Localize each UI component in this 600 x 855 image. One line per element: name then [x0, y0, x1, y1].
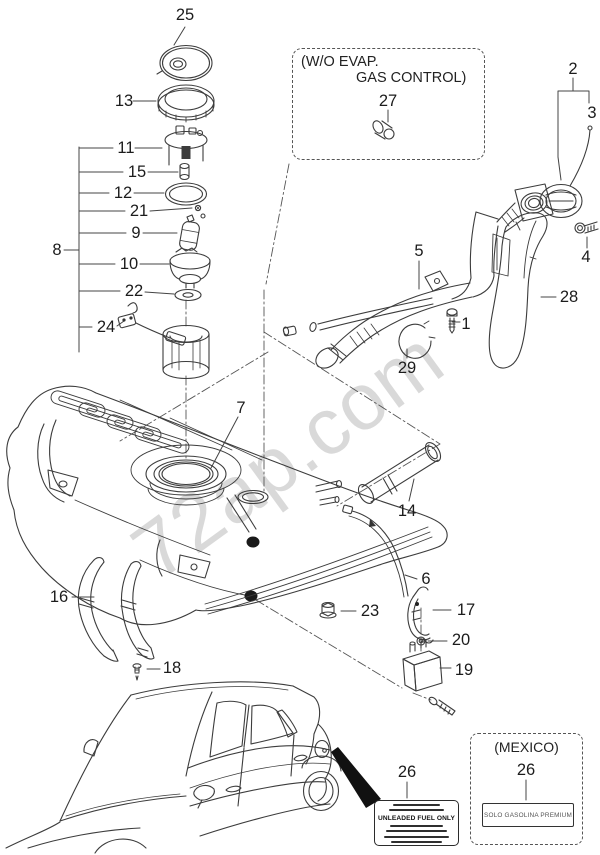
part-callout-19: 19: [454, 660, 474, 679]
part-callout-7: 7: [236, 398, 246, 417]
part-callout-26b: 26: [516, 760, 536, 779]
part-callout-15: 15: [127, 162, 147, 181]
evap-stud-drawing: [372, 120, 395, 140]
part-callout-10: 10: [119, 254, 139, 273]
tube-14-drawing: [357, 441, 442, 505]
solo-label-text: SOLO GASOLINA PREMIUM: [483, 811, 572, 819]
part-callout-28: 28: [559, 287, 579, 306]
nut-23-drawing: [319, 602, 337, 619]
valve-19-drawing: [402, 638, 456, 716]
filler-neck-drawing: [282, 183, 554, 369]
part-callout-21: 21: [129, 201, 149, 220]
part-callout-6: 6: [421, 569, 431, 588]
part-callout-18: 18: [162, 658, 182, 677]
pump-module-exploded-drawing: [117, 44, 215, 380]
fuel-line-drawing: [342, 504, 409, 598]
part-callout-22: 22: [124, 281, 144, 300]
part-callout-13: 13: [114, 91, 134, 110]
clamp-29-drawing: [398, 320, 436, 359]
label-text-bar: [388, 809, 445, 812]
part-callout-9: 9: [131, 223, 141, 242]
guide-lines: [119, 163, 441, 701]
part-callout-23: 23: [360, 601, 380, 620]
label-text-bar: [390, 824, 443, 827]
fuel-tank-drawing: [6, 385, 448, 626]
part-callout-27: 27: [378, 91, 398, 110]
part-callout-1: 1: [461, 314, 471, 333]
bolt-4-drawing: [574, 221, 599, 234]
leader-lines: [63, 26, 590, 801]
part-callout-26a: 26: [397, 762, 417, 781]
part-callout-14: 14: [397, 501, 417, 520]
part-callout-12: 12: [113, 183, 133, 202]
part-callout-3: 3: [587, 103, 597, 122]
part-callout-25: 25: [175, 5, 195, 24]
vehicle-drawing: [5, 681, 381, 854]
part-callout-4: 4: [581, 247, 591, 266]
part-callout-20: 20: [451, 630, 471, 649]
fuel-cap-drawing: [539, 125, 593, 219]
part-callout-2: 2: [568, 59, 578, 78]
mexico-box-title: (MEXICO): [494, 739, 559, 755]
wo-evap-title-line2: GAS CONTROL): [356, 70, 467, 86]
part-callout-11: 11: [117, 138, 135, 157]
part-callout-8: 8: [52, 240, 62, 259]
part-callout-16: 16: [49, 587, 69, 606]
solo-gasolina-premium-label: SOLO GASOLINA PREMIUM: [482, 803, 574, 827]
straps-drawing: [77, 557, 155, 681]
label-text-bar: [393, 804, 440, 806]
label-text-bar: [385, 830, 448, 833]
wo-evap-gas-control-box: (W/O EVAP. GAS CONTROL): [292, 48, 485, 160]
bracket-17-drawing: [407, 586, 434, 644]
unleaded-label-text: UNLEADED FUEL ONLY: [378, 814, 455, 822]
label-text-bar: [391, 840, 442, 843]
bolt-1-drawing: [446, 308, 458, 334]
part-callout-5: 5: [414, 241, 424, 260]
mexico-box: (MEXICO) SOLO GASOLINA PREMIUM: [470, 733, 583, 845]
part-callout-29: 29: [397, 358, 417, 377]
wo-evap-title-line1: (W/O EVAP.: [301, 54, 379, 70]
part-callout-24: 24: [96, 317, 116, 336]
label-text-bar: [384, 835, 449, 838]
unleaded-fuel-caution-label: UNLEADED FUEL ONLY: [374, 800, 459, 846]
part-callout-17: 17: [456, 600, 476, 619]
protector-drawing: [488, 212, 548, 369]
